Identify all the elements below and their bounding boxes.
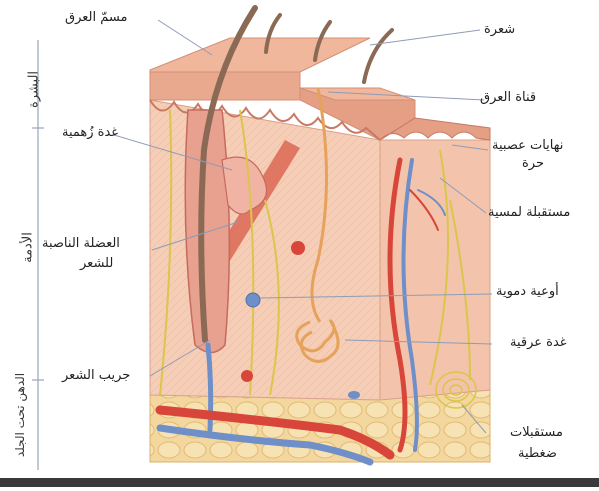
label-free-nerve-endings-1: نهايات عصبية [492, 138, 563, 153]
label-sebaceous-gland: غدة زُهمية [62, 125, 118, 140]
epidermis-top [150, 38, 370, 72]
label-touch-receptor: مستقبلة لمسية [488, 205, 570, 220]
epidermis-front [150, 72, 300, 100]
layer-label-dermis: الأدمة [21, 208, 36, 288]
label-free-nerve-endings-2: حرة [522, 156, 544, 171]
label-arrector-muscle-1: العضلة الناصبة [42, 236, 120, 251]
layer-label-subcutaneous: الدهن تحت الجلد [13, 345, 27, 485]
label-hair-follicle: جريب الشعر [62, 368, 130, 383]
label-arrector-muscle-2: للشعر [80, 256, 113, 271]
label-pressure-receptors-1: مستقبلات [510, 425, 563, 440]
label-sweat-duct: قناة العرق [480, 90, 536, 105]
bottom-border [0, 478, 599, 487]
label-sweat-gland: غدة عرقية [510, 335, 567, 350]
label-blood-vessels: أوعية دموية [496, 284, 559, 299]
layer-label-epidermis: البشرة [27, 50, 42, 130]
label-sweat-pore: مسمّ العرق [65, 10, 127, 25]
label-pressure-receptors-2: ضغطية [518, 446, 557, 461]
label-hair: شعرة [484, 22, 515, 37]
